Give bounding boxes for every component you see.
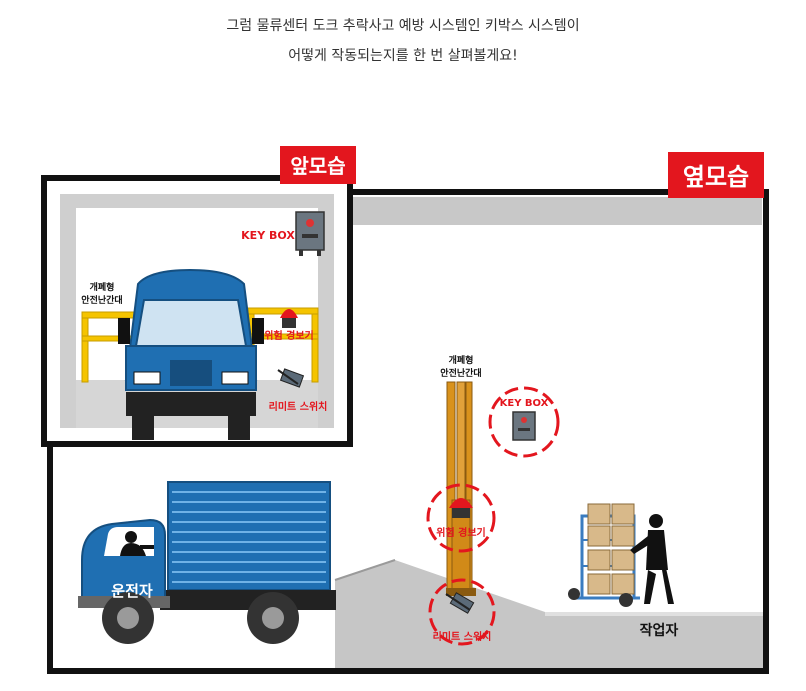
side-warning-light (426, 483, 496, 553)
side-barrier-label-line-2: 안전난간대 (440, 367, 481, 379)
side-barrier-label-line-1: 개폐형 (449, 354, 474, 366)
front-warning-light-label: 위험 경보기 (264, 329, 313, 342)
side-view-badge-text: 옆모습 (683, 163, 749, 191)
side-limit-switch (428, 578, 496, 646)
front-view-badge: 앞모습 (280, 146, 356, 184)
front-limit-switch-label: 리미트 스위치 (269, 400, 328, 413)
worker-label: 작업자 (640, 622, 679, 639)
hand-cart (568, 503, 640, 607)
side-warning-light-label: 위험 경보기 (436, 526, 485, 539)
driver-label: 운전자 (111, 582, 153, 600)
front-truck (118, 268, 264, 440)
front-key-box (295, 211, 325, 256)
side-view-badge: 옆모습 (668, 152, 764, 198)
front-limit-switch (277, 368, 305, 388)
side-key-box (488, 386, 560, 458)
side-key-box-label: KEY BOX (500, 398, 549, 409)
front-barrier-label-line-1: 개폐형 (90, 281, 115, 293)
front-view-badge-text: 앞모습 (290, 154, 345, 178)
worker-figure (630, 514, 674, 604)
intro-line-2: 어떻게 작동되는지를 한 번 살펴볼게요! (288, 48, 518, 64)
side-limit-switch-label: 리미트 스위치 (433, 630, 492, 643)
front-key-box-label: KEY BOX (241, 229, 295, 242)
intro-line-1: 그럼 물류센터 도크 추락사고 예방 시스템인 키박스 시스템이 (226, 18, 580, 34)
front-warning-light (280, 309, 298, 328)
side-barrier-pole (446, 381, 476, 596)
front-barrier-label-line-2: 안전난간대 (81, 294, 122, 306)
side-truck: 운전자 (78, 481, 336, 644)
